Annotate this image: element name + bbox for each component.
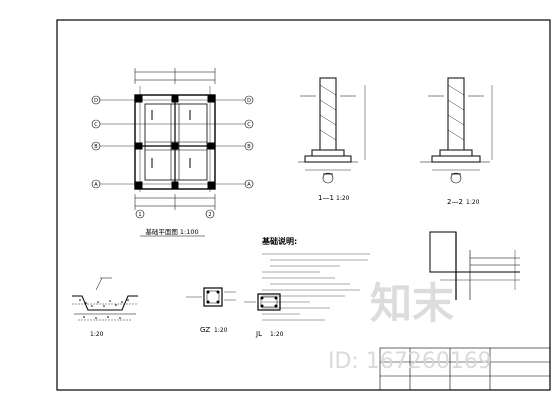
watermark-id: ID: 167260169 <box>328 349 492 374</box>
jl-scale: 1:20 <box>270 331 284 338</box>
pit-detail-scale: 1:20 <box>90 331 104 338</box>
gz-label: GZ <box>200 326 210 334</box>
section-2-2 <box>420 77 493 184</box>
section-1-scale: 1:20 <box>336 195 350 202</box>
grid-label-b: B <box>94 144 98 150</box>
jl-label: JL <box>255 330 262 338</box>
grid-label-a-right: A <box>247 182 251 188</box>
grid-label-c-right: C <box>247 122 251 128</box>
grid-label-a: A <box>94 182 98 188</box>
wall-detail <box>429 231 520 300</box>
notes-body-lines <box>262 253 370 321</box>
jl-detail <box>244 293 281 311</box>
grid-label-b-right: B <box>247 144 251 150</box>
pit-detail-hatch <box>79 299 129 319</box>
foundation-plan <box>100 68 245 210</box>
watermark-brand: 知末 <box>370 279 454 328</box>
grid-axis-bubbles <box>91 95 254 219</box>
grid-axis-labels: D D C C B B A A 1 2 <box>94 98 251 218</box>
sheet-border <box>56 19 551 391</box>
grid-label-d: D <box>94 98 98 104</box>
title-block <box>379 347 551 391</box>
gz-scale: 1:20 <box>214 327 228 334</box>
section-2-label: 2—2 <box>447 198 463 206</box>
notes-heading: 基础说明: <box>261 236 297 246</box>
plan-title: 基础平面图 1:100 <box>145 227 198 236</box>
gz-detail <box>186 287 236 307</box>
pit-detail <box>72 277 138 321</box>
grid-label-d-right: D <box>247 98 251 104</box>
section-2-scale: 1:20 <box>466 199 480 206</box>
grid-label-1: 1 <box>138 212 141 218</box>
grid-label-2: 2 <box>208 212 211 218</box>
section-1-1 <box>298 77 366 184</box>
section-1-label: 1—1 <box>318 194 334 202</box>
grid-label-c: C <box>94 122 98 128</box>
